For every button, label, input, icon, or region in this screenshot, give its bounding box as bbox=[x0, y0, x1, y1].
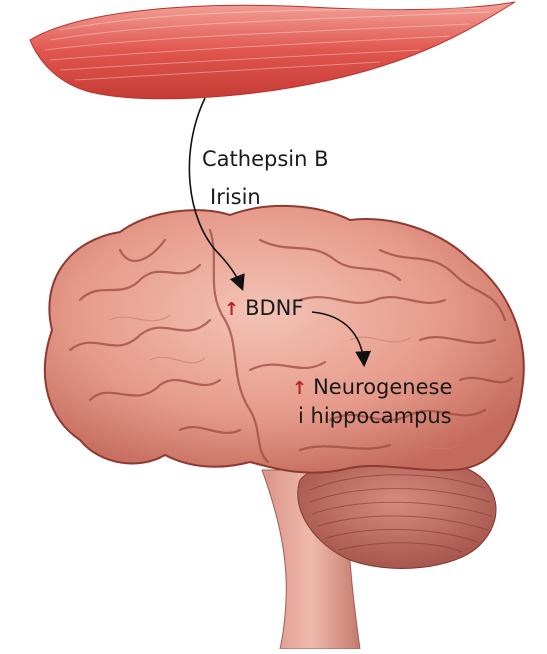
increase-arrow-icon: ↑ bbox=[224, 299, 240, 320]
bdnf-label: BDNF bbox=[245, 296, 304, 320]
bdnf-label-group: ↑BDNF bbox=[224, 296, 303, 322]
cathepsin-b-label: Cathepsin B bbox=[202, 147, 329, 171]
neurogenesis-label-line1: Neurogenese bbox=[313, 375, 453, 399]
neurogenesis-label-line2: i hippocampus bbox=[298, 404, 452, 428]
muscle-illustration bbox=[29, 1, 516, 100]
increase-arrow-icon: ↑ bbox=[292, 378, 308, 399]
neurogenesis-label-group: ↑Neurogenese bbox=[292, 375, 452, 401]
bdnf-to-neurogenesis-arrow bbox=[311, 311, 372, 368]
muscle-to-brain-arrow bbox=[188, 97, 245, 291]
cerebrum bbox=[43, 204, 525, 474]
irisin-label: Irisin bbox=[210, 185, 261, 209]
